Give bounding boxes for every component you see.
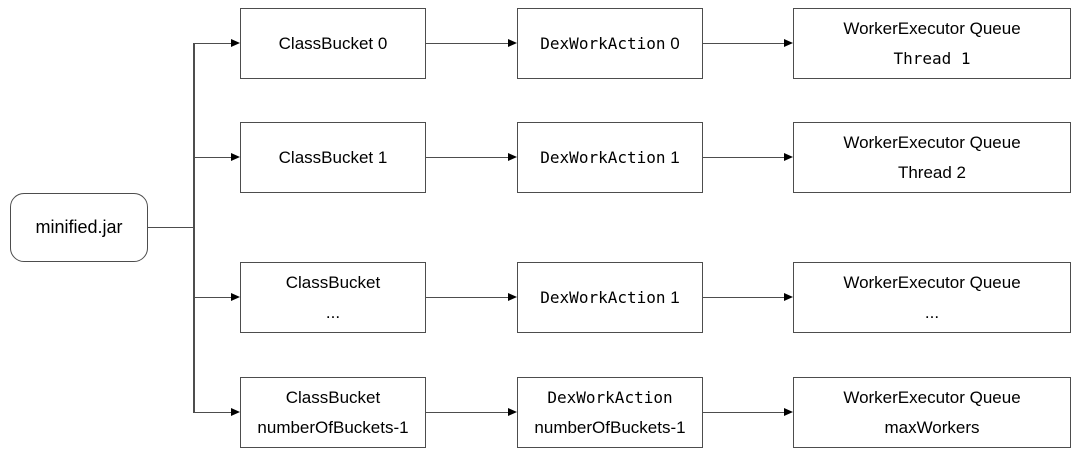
connector-line (703, 296, 785, 299)
connector-line (703, 42, 785, 45)
connector-line (703, 411, 785, 414)
classbucket-box: ClassBucket 1 (240, 122, 426, 193)
box-label-segment: DexWorkAction (540, 288, 666, 307)
box-label-segment: maxWorkers (884, 417, 980, 437)
arrowhead-icon (784, 408, 793, 416)
box-label-line: WorkerExecutor Queue (843, 18, 1020, 39)
box-label-segment: WorkerExecutor Queue (843, 133, 1021, 153)
dexworkaction-box: DexWorkAction numberOfBuckets-1 (517, 377, 703, 448)
arrowhead-icon (784, 153, 793, 161)
box-label-line: ... (326, 302, 340, 323)
box-label-line: DexWorkAction 0 (540, 33, 679, 54)
dexworkaction-box: DexWorkAction 0 (517, 8, 703, 79)
box-label-segment: ClassBucket (285, 388, 381, 408)
box-label-segment: DexWorkAction (540, 34, 666, 53)
box-label-segment: 1 (665, 148, 680, 167)
arrowhead-icon (508, 408, 517, 416)
classbucket-box: ClassBucket numberOfBuckets-1 (240, 377, 426, 448)
box-label-line: maxWorkers (884, 417, 979, 438)
dexworkaction-box: DexWorkAction 1 (517, 262, 703, 333)
box-label-line: ClassBucket (286, 387, 380, 408)
arrowhead-icon (784, 39, 793, 47)
arrowhead-icon (508, 293, 517, 301)
box-label-line: numberOfBuckets-1 (257, 417, 408, 438)
box-label-segment: ClassBucket 1 (278, 148, 388, 167)
box-label-line: ClassBucket (286, 272, 380, 293)
arrowhead-icon (508, 153, 517, 161)
box-label-segment: Thread 1 (893, 48, 971, 68)
box-label-line: DexWorkAction (547, 387, 672, 408)
connector-line (426, 411, 509, 414)
box-label-line: ClassBucket 0 (279, 33, 388, 54)
box-label-segment: 1 (665, 288, 680, 307)
box-label-segment: WorkerExecutor Queue (843, 19, 1021, 39)
box-label-segment: DexWorkAction (547, 388, 673, 408)
arrowhead-icon (231, 408, 240, 416)
arrowhead-icon (508, 39, 517, 47)
box-label-line: DexWorkAction 1 (540, 287, 679, 308)
box-label-line: WorkerExecutor Queue (843, 132, 1020, 153)
box-label-segment: WorkerExecutor Queue (843, 388, 1021, 408)
connector-line (193, 42, 232, 45)
box-label-segment: 0 (665, 34, 680, 53)
classbucket-box: ClassBucket 0 (240, 8, 426, 79)
connector-line (426, 42, 509, 45)
connector-line (426, 296, 509, 299)
box-label-segment: ClassBucket 0 (278, 34, 388, 53)
box-label-line: Thread 1 (893, 48, 970, 69)
connector-line (703, 156, 785, 159)
box-label-segment: numberOfBuckets-1 (257, 417, 409, 437)
box-label-segment: ClassBucket (285, 273, 381, 293)
box-label-line: ... (925, 302, 939, 323)
box-label-line: minified.jar (35, 217, 122, 238)
box-label-segment: DexWorkAction (540, 148, 666, 167)
connector-trunk-line (193, 43, 195, 413)
connector-line (426, 156, 509, 159)
arrowhead-icon (784, 293, 793, 301)
box-label-line: WorkerExecutor Queue (843, 272, 1020, 293)
box-label-segment: numberOfBuckets-1 (534, 417, 686, 437)
minified-jar-node: minified.jar (10, 193, 148, 262)
box-label-segment: ... (924, 302, 940, 322)
arrowhead-icon (231, 293, 240, 301)
box-label-segment: ... (325, 302, 341, 322)
box-label-line: ClassBucket 1 (279, 147, 388, 168)
box-label-segment: minified.jar (35, 217, 123, 237)
arrowhead-icon (231, 39, 240, 47)
box-label-line: WorkerExecutor Queue (843, 387, 1020, 408)
connector-line (148, 226, 195, 229)
connector-line (193, 411, 232, 414)
dexworkaction-box: DexWorkAction 1 (517, 122, 703, 193)
connector-line (193, 296, 232, 299)
workerexecutor-queue-box: WorkerExecutor Queue maxWorkers (793, 377, 1071, 448)
connector-line (193, 156, 232, 159)
workerexecutor-queue-box: WorkerExecutor Queue... (793, 262, 1071, 333)
arrowhead-icon (231, 153, 240, 161)
box-label-line: Thread 2 (898, 162, 966, 183)
box-label-line: numberOfBuckets-1 (534, 417, 685, 438)
box-label-segment: Thread 2 (897, 162, 967, 182)
box-label-segment: WorkerExecutor Queue (843, 273, 1021, 293)
box-label-line: DexWorkAction 1 (540, 147, 679, 168)
classbucket-box: ClassBucket... (240, 262, 426, 333)
